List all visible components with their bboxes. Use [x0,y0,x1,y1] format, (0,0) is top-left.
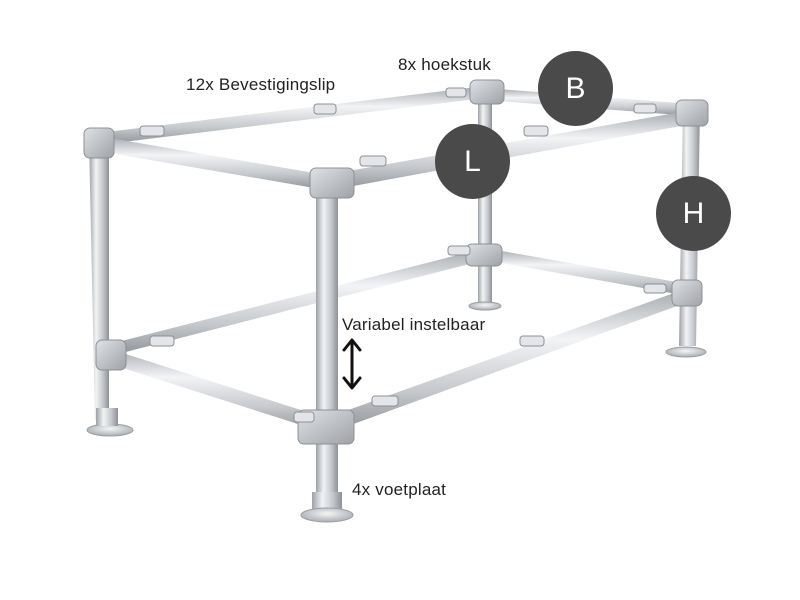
front-bottom-rail-left [104,347,326,433]
right-top-rail [326,110,692,191]
adjustable-label: Variabel instelbaar [342,315,486,334]
left-bottom-rail [110,248,485,356]
clips [139,87,667,423]
width-badge: B [538,51,613,126]
front-top-rail-left [98,136,326,190]
back-bottom-rail [485,248,688,296]
left-top-rail [98,86,485,145]
footplates-label: 4x voetplaat [352,480,447,499]
vertical-double-arrow-icon [342,338,362,390]
back-left-post [468,90,502,311]
height-badge: H [656,176,731,251]
corner-fittings [83,79,709,445]
length-badge: L [435,124,510,199]
right-bottom-rail [326,288,688,434]
corners-label: 8x hoekstuk [398,55,491,74]
clips-label: 12x Bevestigingslip [186,75,336,94]
front-left-post [86,140,134,437]
